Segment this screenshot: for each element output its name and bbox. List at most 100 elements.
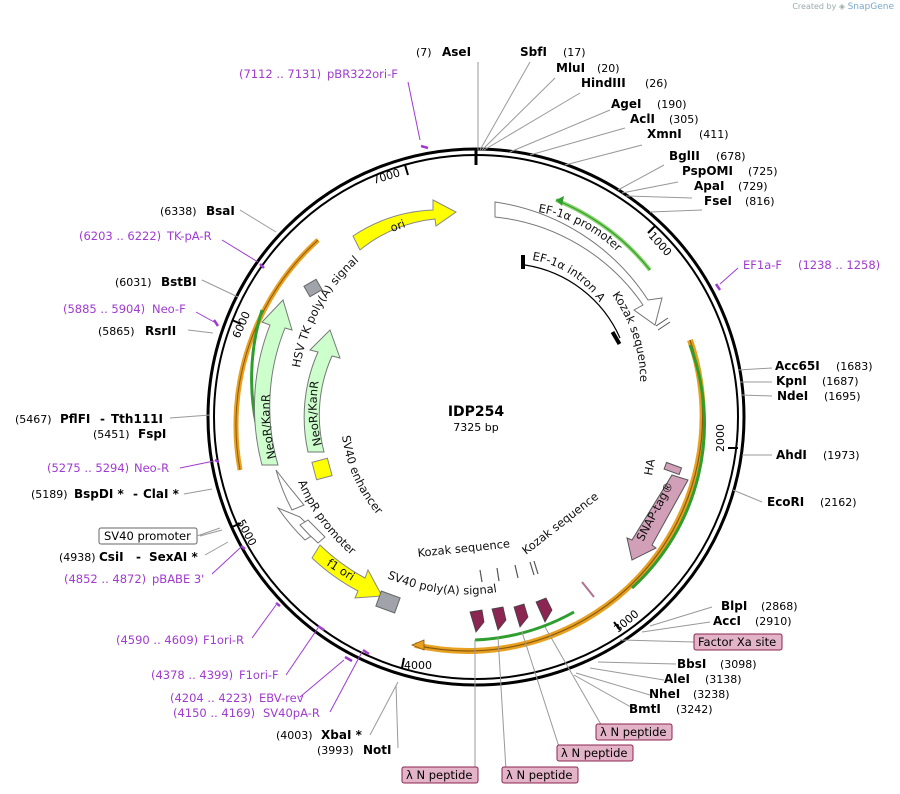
svg-text:AclI: AclI xyxy=(630,112,655,126)
svg-text:(2868): (2868) xyxy=(761,600,798,613)
label-kozak-lower-2: Kozak sequence xyxy=(519,489,601,557)
svg-text:(26): (26) xyxy=(645,77,668,90)
svg-text:(1683): (1683) xyxy=(836,360,873,373)
feature-neokan-inner xyxy=(303,329,341,453)
feature-ha xyxy=(663,461,683,476)
svg-text:(2910): (2910) xyxy=(755,615,792,628)
svg-text:SV40pA-R: SV40pA-R xyxy=(263,706,320,720)
svg-text:(7): (7) xyxy=(416,46,432,59)
svg-text:(1973): (1973) xyxy=(823,449,860,462)
boxed-lambda-n-2: λ N peptide xyxy=(556,744,634,762)
svg-text:λ N peptide: λ N peptide xyxy=(506,768,572,782)
orf-green-right xyxy=(630,344,706,590)
feature-neokan-outer xyxy=(253,299,293,466)
svg-text:ClaI *: ClaI * xyxy=(143,487,180,501)
svg-text:(5885 .. 5904): (5885 .. 5904) xyxy=(63,302,145,316)
label-ori: ori xyxy=(388,217,407,235)
svg-text:(20): (20) xyxy=(597,62,620,75)
svg-text:BbsI: BbsI xyxy=(677,657,706,671)
svg-text:(411): (411) xyxy=(699,128,729,141)
tick-6000: 6000 xyxy=(230,309,253,340)
feature-ori xyxy=(352,199,457,251)
svg-text:AccI: AccI xyxy=(713,614,741,628)
svg-text:F1ori-R: F1ori-R xyxy=(203,633,244,647)
svg-text:AhdI: AhdI xyxy=(776,448,807,462)
snapgene-credit: Created by ◈ SnapGene xyxy=(792,2,894,12)
svg-text:BlpI: BlpI xyxy=(721,599,747,613)
boxed-lambda-n-4: λ N peptide xyxy=(501,766,579,784)
svg-text:(729): (729) xyxy=(738,180,768,193)
svg-text:pBR322ori-F: pBR322ori-F xyxy=(327,67,398,81)
tick-marks xyxy=(231,164,738,669)
svg-text:BstBI: BstBI xyxy=(161,275,197,289)
feature-ef1a-promoter xyxy=(494,201,663,326)
svg-text:HindIII: HindIII xyxy=(581,76,626,90)
svg-text:(5189): (5189) xyxy=(31,488,68,501)
backbone-outer xyxy=(206,147,746,687)
label-kozak-lower-1: Kozak sequence xyxy=(417,536,511,560)
svg-text:(816): (816) xyxy=(745,195,775,208)
svg-text:FspI: FspI xyxy=(138,427,166,441)
enzyme-labels: (7) AseI SbfI (17) MluI (20) HindIII (26… xyxy=(15,45,873,757)
svg-text:Acc65I: Acc65I xyxy=(775,359,820,373)
svg-text:NotI: NotI xyxy=(363,743,392,757)
svg-text:(1687): (1687) xyxy=(822,375,859,388)
plasmid-name: IDP254 xyxy=(448,404,505,420)
svg-text:(305): (305) xyxy=(669,113,699,126)
svg-text:BglII: BglII xyxy=(669,149,700,163)
svg-text:Tth111I: Tth111I xyxy=(111,412,163,426)
svg-text:SV40 promoter: SV40 promoter xyxy=(104,529,191,543)
svg-text:λ N peptide: λ N peptide xyxy=(406,768,472,782)
svg-text:AleI: AleI xyxy=(664,672,690,686)
svg-text:EcoRI: EcoRI xyxy=(767,495,804,509)
svg-text:λ N peptide: λ N peptide xyxy=(561,746,627,760)
svg-text:EF1a-F: EF1a-F xyxy=(743,258,782,272)
feature-hsv-tk-box xyxy=(303,278,323,298)
svg-text:BsaI: BsaI xyxy=(206,204,235,218)
svg-text:(6203 .. 6222): (6203 .. 6222) xyxy=(79,229,161,243)
svg-text:(190): (190) xyxy=(657,98,687,111)
svg-text:Factor Xa site: Factor Xa site xyxy=(698,635,776,649)
svg-text:BmtI: BmtI xyxy=(629,702,661,716)
svg-text:pBABE 3': pBABE 3' xyxy=(152,572,204,586)
svg-text:PspOMI: PspOMI xyxy=(682,164,733,178)
svg-text:KpnI: KpnI xyxy=(776,374,807,388)
label-sv40-enhancer: SV40 enhancer xyxy=(339,434,386,517)
feature-snap-tag xyxy=(626,474,689,561)
svg-text:MluI: MluI xyxy=(556,61,585,75)
svg-text:AseI: AseI xyxy=(442,45,471,59)
svg-text:(5451): (5451) xyxy=(93,428,130,441)
boxed-lambda-n-1: λ N peptide xyxy=(595,723,673,741)
feature-sv40-enhancer xyxy=(311,457,333,481)
kozak-lower-marks xyxy=(479,560,539,583)
svg-text:(4150 .. 4169): (4150 .. 4169) xyxy=(173,706,255,720)
label-ampr-promoter: AmpR promoter xyxy=(295,478,359,558)
svg-text:NdeI: NdeI xyxy=(777,389,808,403)
primer-labels: (7112 .. 7131) pBR322ori-F EF1a-F (1238 … xyxy=(47,67,880,720)
svg-text:(4852 .. 4872): (4852 .. 4872) xyxy=(64,572,146,586)
svg-text:(3993): (3993) xyxy=(317,744,354,757)
boxed-lambda-n-3: λ N peptide xyxy=(401,766,479,784)
svg-text:-: - xyxy=(136,550,141,564)
svg-text:(5275 .. 5294): (5275 .. 5294) xyxy=(47,461,129,475)
svg-text:BspDI *: BspDI * xyxy=(74,487,124,501)
svg-text:Neo-R: Neo-R xyxy=(134,461,169,475)
svg-text:EBV-rev: EBV-rev xyxy=(259,691,304,705)
primer-marks xyxy=(212,144,722,663)
svg-text:(4204 .. 4223): (4204 .. 4223) xyxy=(170,691,252,705)
svg-text:(5865): (5865) xyxy=(98,325,135,338)
svg-text:(4378 .. 4399): (4378 .. 4399) xyxy=(151,668,233,682)
leader-lines xyxy=(169,61,773,771)
svg-text:-: - xyxy=(133,487,138,501)
factor-xa-mark xyxy=(581,581,595,598)
svg-text:(7112 .. 7131): (7112 .. 7131) xyxy=(239,67,321,81)
label-ha: HA xyxy=(641,458,658,477)
svg-text:(678): (678) xyxy=(716,150,746,163)
tick-4000: 4000 xyxy=(404,659,432,672)
primer-leaders xyxy=(179,81,739,713)
svg-text:(6338): (6338) xyxy=(160,205,197,218)
svg-text:-: - xyxy=(100,412,105,426)
svg-text:(4938): (4938) xyxy=(59,551,96,564)
feature-sv40-polya xyxy=(375,590,401,614)
